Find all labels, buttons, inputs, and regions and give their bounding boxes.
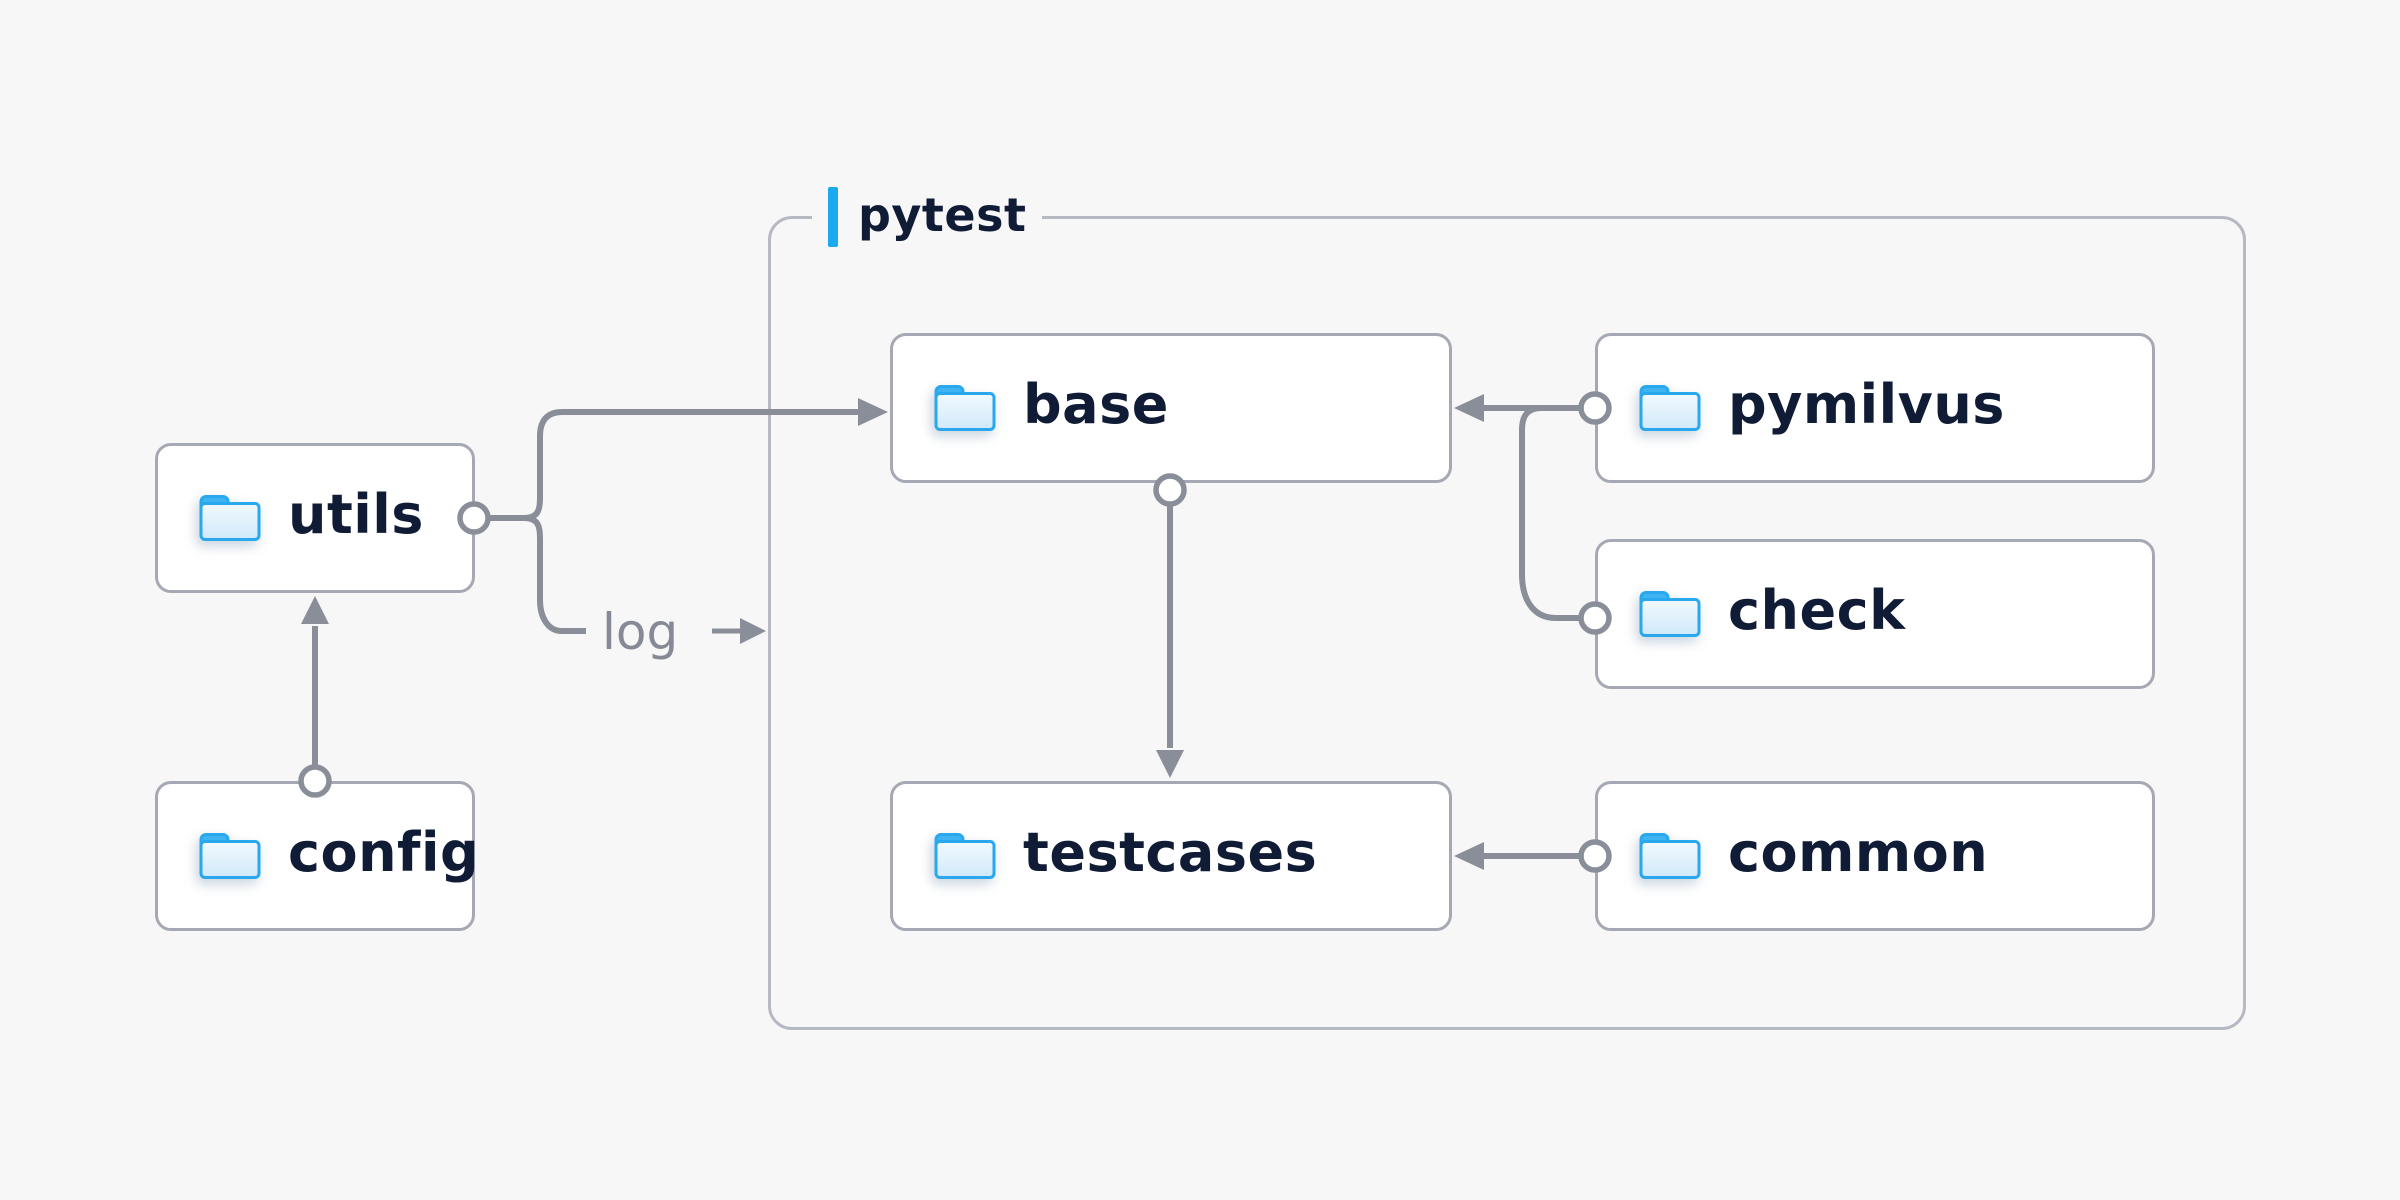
node-label: pymilvus — [1728, 373, 2005, 436]
edge-utils-log: log — [523, 515, 766, 661]
node-label: config — [288, 821, 480, 884]
folder-icon — [1638, 590, 1702, 638]
folder-icon — [933, 832, 997, 880]
accent-bar — [828, 187, 838, 247]
edge-config-utils — [298, 596, 332, 798]
node-label: common — [1728, 821, 1989, 884]
pytest-group-label: pytest — [812, 186, 1043, 248]
node-label: utils — [288, 483, 424, 546]
folder-icon — [1638, 832, 1702, 880]
node-check: check — [1595, 539, 2155, 689]
node-base: base — [890, 333, 1452, 483]
arrowhead-right — [740, 618, 766, 644]
node-utils: utils — [155, 443, 475, 593]
node-label: testcases — [1023, 821, 1318, 884]
node-common: common — [1595, 781, 2155, 931]
node-pymilvus: pymilvus — [1595, 333, 2155, 483]
node-label: base — [1023, 373, 1169, 436]
folder-icon — [198, 494, 262, 542]
node-testcases: testcases — [890, 781, 1452, 931]
arrowhead-up — [301, 596, 329, 624]
folder-icon — [933, 384, 997, 432]
folder-icon — [198, 832, 262, 880]
folder-icon — [1638, 384, 1702, 432]
group-title: pytest — [858, 188, 1027, 242]
pytest-group — [768, 216, 2246, 1030]
node-config: config — [155, 781, 479, 931]
node-label: check — [1728, 579, 1906, 642]
edge-label-log: log — [602, 603, 678, 661]
